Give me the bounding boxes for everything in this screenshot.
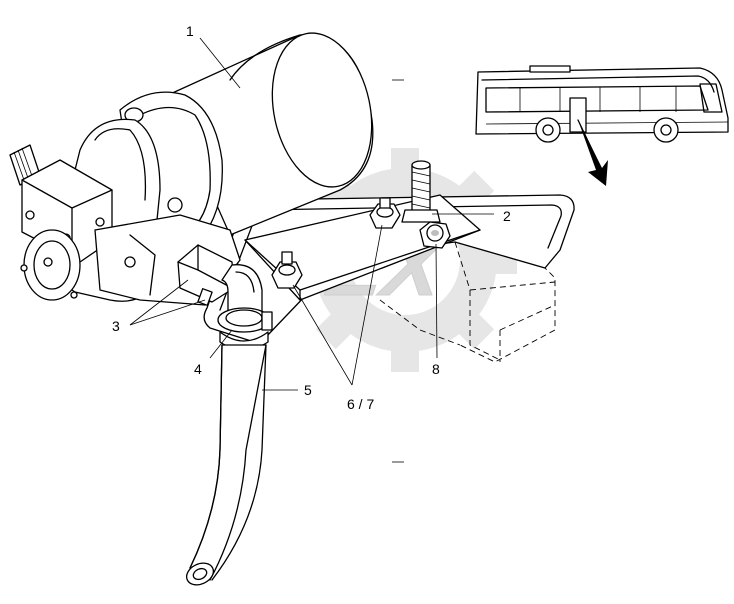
bus-location-inset — [475, 65, 729, 186]
leader-3a — [129, 279, 189, 326]
location-arrow-icon — [577, 119, 608, 186]
callout-2: 2 — [503, 208, 511, 224]
callout-6-7: 6 / 7 — [347, 396, 374, 412]
callout-3: 3 — [112, 318, 120, 334]
callout-4: 4 — [194, 361, 202, 377]
callout-5: 5 — [304, 382, 312, 398]
leader-3b — [129, 299, 206, 326]
compressor-unit — [9, 32, 374, 306]
dashed-housing-outline — [379, 241, 556, 363]
leader-8 — [435, 243, 438, 359]
callout-8: 8 — [432, 361, 440, 377]
bus-icon — [475, 65, 729, 143]
leader-6 — [292, 284, 353, 386]
leader-lines — [129, 37, 494, 391]
hose-clamp — [217, 307, 273, 351]
frame-ticks — [392, 79, 404, 463]
hex-nut-8 — [419, 221, 451, 249]
callout-labels: 1 2 3 4 5 6 / 7 8 — [112, 23, 511, 412]
hose — [185, 344, 267, 586]
leader-7 — [351, 224, 383, 386]
leader-1 — [199, 37, 241, 89]
callout-1: 1 — [186, 23, 194, 39]
hex-nut-7 — [271, 251, 303, 289]
hex-nut-6 — [369, 197, 401, 229]
leader-4 — [209, 329, 233, 359]
stud-bolt — [401, 160, 441, 223]
